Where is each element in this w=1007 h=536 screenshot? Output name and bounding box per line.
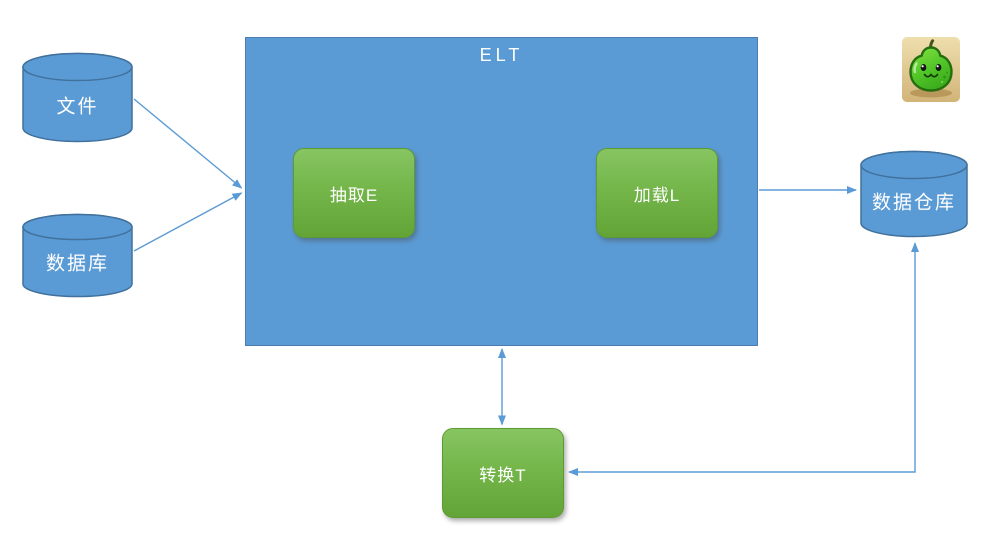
node-warehouse-cylinder: 数据仓库 — [860, 150, 968, 238]
node-extract-label: 抽取E — [329, 185, 379, 205]
node-extract: 抽取E — [293, 148, 415, 238]
cylinder-shape — [860, 150, 968, 238]
node-warehouse-label: 数据仓库 — [871, 192, 956, 214]
node-file-label: 文件 — [56, 96, 99, 118]
arrow-file-to-elt — [133, 98, 243, 189]
cylinder-shape — [22, 213, 133, 298]
node-load: 加载L — [596, 148, 718, 238]
node-database-label: 数据库 — [45, 253, 109, 275]
elt-container-title: ELT — [479, 45, 524, 65]
pear-mascot-icon — [902, 37, 960, 102]
arrow-database-to-elt — [133, 192, 243, 252]
node-transform-label: 转换T — [479, 465, 527, 485]
cylinder-shape — [22, 52, 133, 143]
node-transform: 转换T — [442, 428, 564, 518]
elt-container-box: ELT 抽取E 加载L — [245, 37, 758, 346]
node-file-cylinder: 文件 — [22, 52, 133, 143]
node-database-cylinder: 数据库 — [22, 213, 133, 298]
node-load-label: 加载L — [633, 185, 681, 205]
